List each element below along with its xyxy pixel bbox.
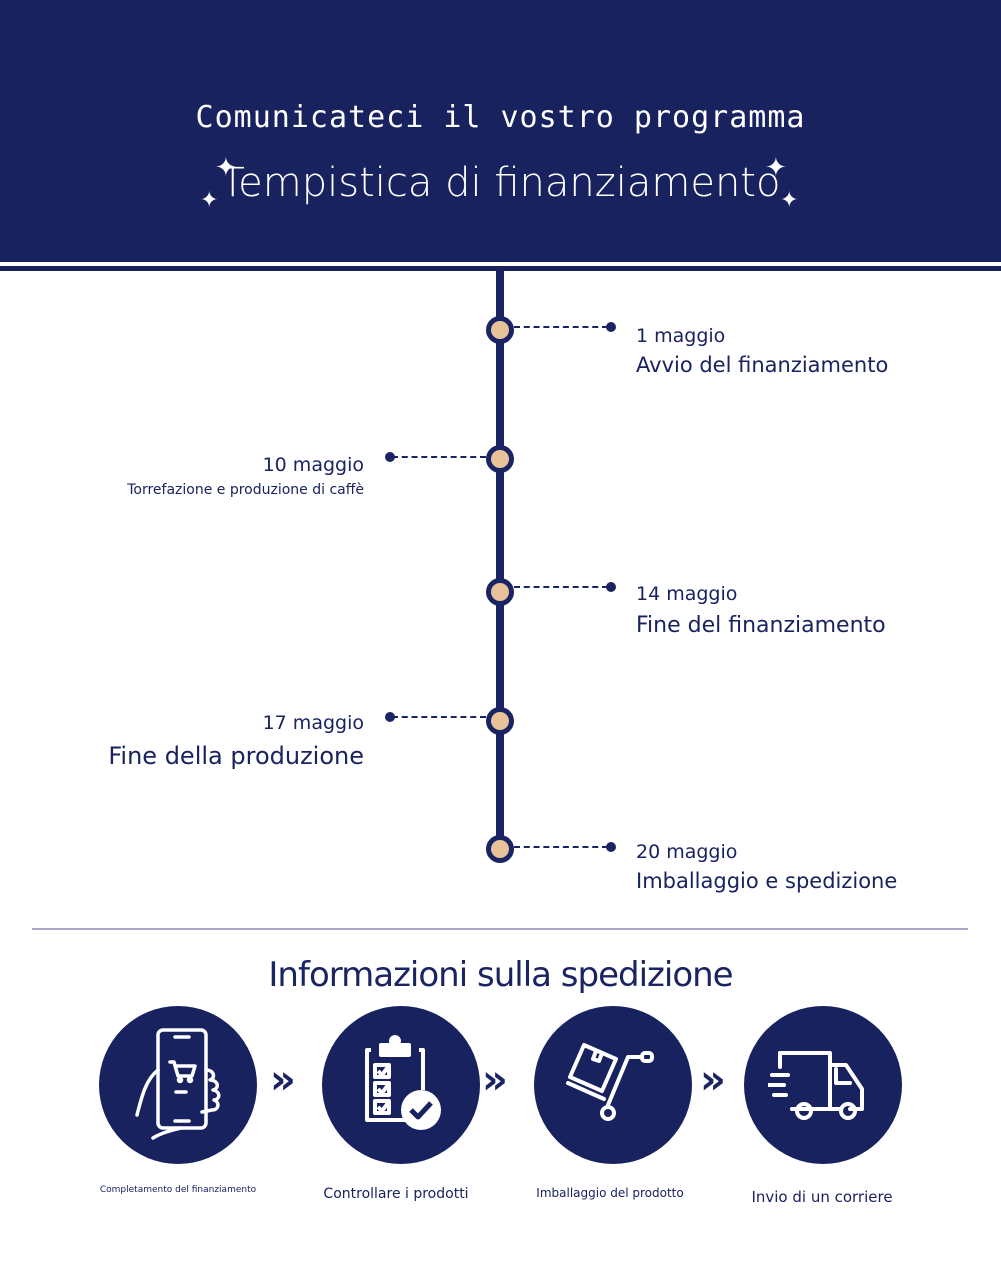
step-circle bbox=[322, 1006, 480, 1164]
header-stripe bbox=[0, 266, 1001, 271]
timeline-connector bbox=[392, 456, 486, 458]
event-description: Fine della produzione bbox=[108, 742, 364, 770]
step-label: Controllare i prodotti bbox=[323, 1186, 469, 1202]
phone-cart-icon bbox=[135, 1028, 221, 1140]
timeline-connector bbox=[514, 846, 608, 848]
timeline-connector bbox=[392, 716, 486, 718]
event-description: Fine del finanziamento bbox=[636, 613, 886, 638]
clipboard-check-icon bbox=[365, 1035, 441, 1130]
double-chevron-right-icon: » bbox=[700, 1057, 726, 1103]
timeline-endpoint bbox=[606, 322, 616, 332]
timeline-node bbox=[486, 707, 514, 735]
timeline-node bbox=[486, 445, 514, 473]
timeline-endpoint bbox=[606, 582, 616, 592]
double-chevron-right-icon: » bbox=[482, 1057, 508, 1103]
step-label: Completamento del finanziamento bbox=[99, 1185, 257, 1195]
sparkle-icon: ✦ bbox=[200, 188, 219, 213]
event-date: 14 maggio bbox=[636, 583, 738, 605]
timeline-node bbox=[486, 316, 514, 344]
step-label: Imballaggio del prodotto bbox=[536, 1186, 684, 1200]
header-kicker: Comunicateci il vostro programma bbox=[195, 100, 806, 135]
step-label: Invio di un corriere bbox=[751, 1188, 893, 1206]
double-chevron-right-icon: » bbox=[270, 1057, 296, 1103]
timeline-node bbox=[486, 835, 514, 863]
sparkle-icon: ✦ bbox=[215, 153, 237, 183]
page-title: Tempistica di finanziamento bbox=[220, 160, 781, 206]
event-description: Avvio del finanziamento bbox=[636, 353, 889, 377]
timeline-node bbox=[486, 578, 514, 606]
sparkle-icon: ✦ bbox=[765, 153, 787, 183]
header-banner bbox=[0, 0, 1001, 262]
timeline-spine bbox=[496, 271, 504, 849]
section-divider bbox=[32, 928, 968, 930]
timeline-endpoint bbox=[385, 452, 395, 462]
event-description: Torrefazione e produzione di caffè bbox=[127, 482, 364, 498]
step-circle bbox=[99, 1006, 257, 1164]
timeline-endpoint bbox=[606, 842, 616, 852]
sparkle-icon: ✦ bbox=[780, 188, 799, 213]
timeline-connector bbox=[514, 586, 608, 588]
delivery-truck-icon bbox=[768, 1051, 864, 1120]
timeline-endpoint bbox=[385, 712, 395, 722]
timeline-connector bbox=[514, 326, 608, 328]
event-date: 10 maggio bbox=[262, 454, 364, 476]
shipping-title: Informazioni sulla spedizione bbox=[268, 955, 733, 995]
hand-truck-box-icon bbox=[566, 1043, 654, 1121]
step-circle bbox=[744, 1006, 902, 1164]
step-circle bbox=[534, 1006, 692, 1164]
event-date: 20 maggio bbox=[636, 841, 738, 863]
event-date: 1 maggio bbox=[636, 325, 726, 347]
event-description: Imballaggio e spedizione bbox=[636, 869, 898, 893]
event-date: 17 maggio bbox=[262, 712, 364, 734]
